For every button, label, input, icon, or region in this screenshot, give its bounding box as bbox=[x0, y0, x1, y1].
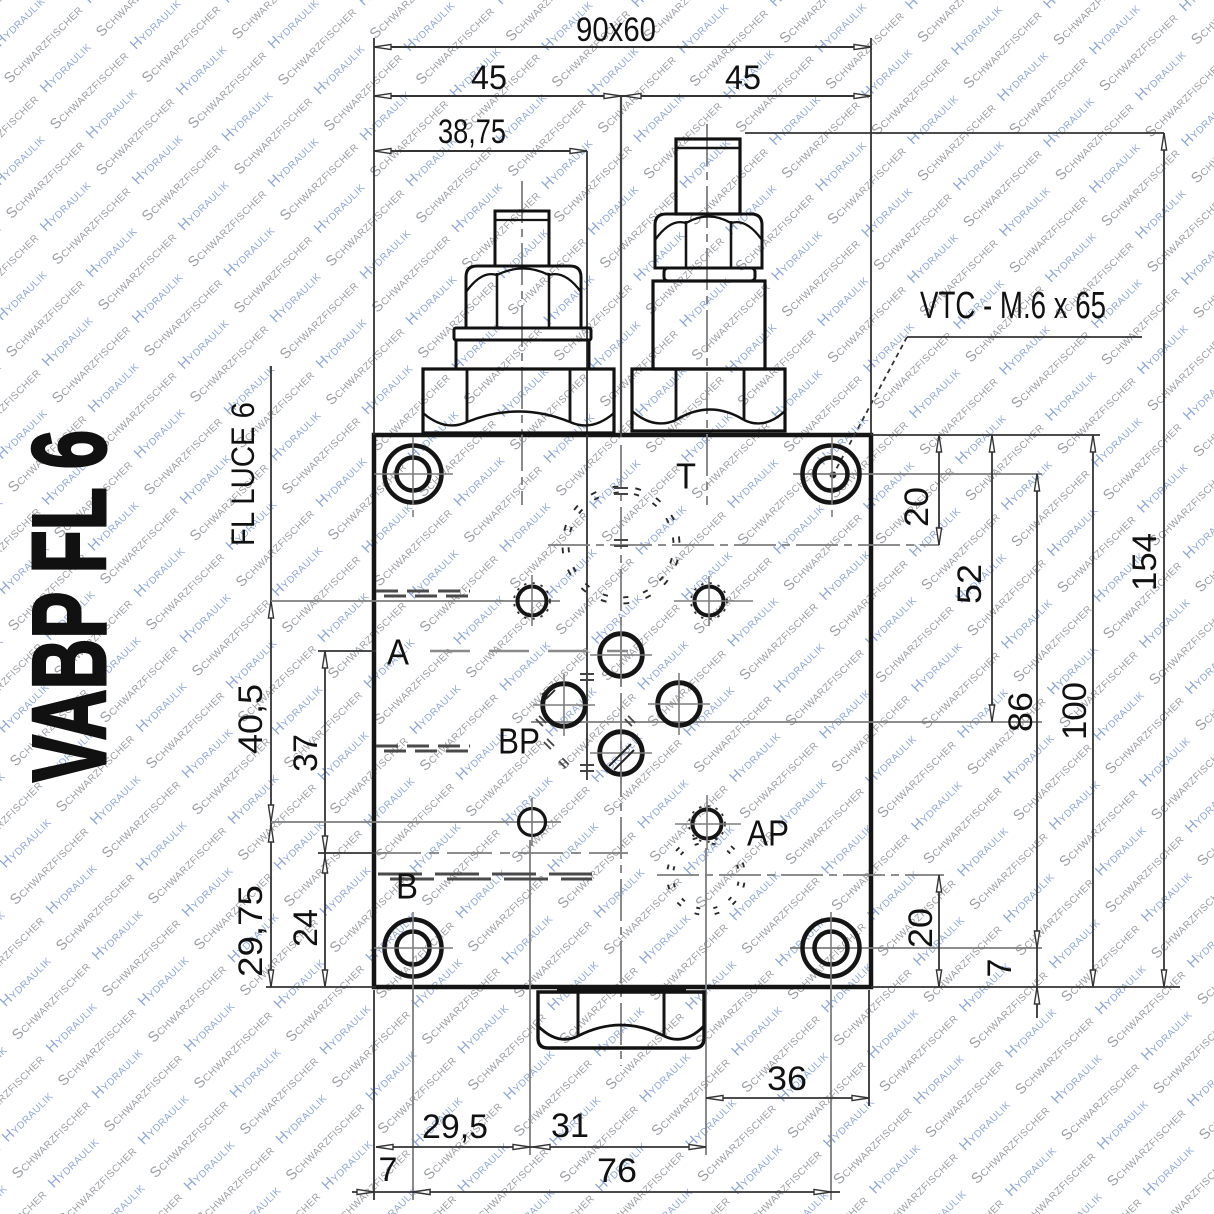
svg-text:36: 36 bbox=[767, 1060, 807, 1098]
svg-text:7: 7 bbox=[981, 959, 1019, 978]
svg-text:76: 76 bbox=[597, 1152, 637, 1190]
svg-text:VTC - M.6 x 65: VTC - M.6 x 65 bbox=[920, 285, 1106, 327]
svg-text:40,5: 40,5 bbox=[232, 684, 270, 754]
svg-text:45: 45 bbox=[471, 59, 507, 97]
svg-text:T: T bbox=[676, 456, 696, 497]
svg-text:A: A bbox=[387, 632, 409, 673]
svg-text:38,75: 38,75 bbox=[438, 113, 506, 151]
svg-text:24: 24 bbox=[287, 909, 325, 947]
svg-text:B: B bbox=[396, 866, 418, 907]
svg-text:20: 20 bbox=[898, 487, 936, 527]
svg-text:154: 154 bbox=[1126, 533, 1164, 591]
svg-text:VABP FL 6: VABP FL 6 bbox=[12, 430, 128, 782]
svg-text:90x60: 90x60 bbox=[576, 11, 656, 49]
svg-text:37: 37 bbox=[287, 734, 325, 772]
svg-text:86: 86 bbox=[1002, 692, 1040, 732]
svg-text:20: 20 bbox=[902, 908, 940, 948]
svg-text:31: 31 bbox=[551, 1107, 589, 1145]
svg-text:7: 7 bbox=[379, 1151, 398, 1189]
svg-text:BP: BP bbox=[498, 721, 540, 762]
svg-text:29,75: 29,75 bbox=[232, 885, 270, 977]
svg-text:FL LUCE 6: FL LUCE 6 bbox=[225, 402, 261, 546]
svg-text:29,5: 29,5 bbox=[422, 1108, 488, 1146]
svg-text:52: 52 bbox=[951, 564, 989, 604]
svg-text:45: 45 bbox=[725, 59, 761, 97]
svg-text:100: 100 bbox=[1056, 682, 1094, 740]
svg-text:AP: AP bbox=[747, 813, 789, 854]
